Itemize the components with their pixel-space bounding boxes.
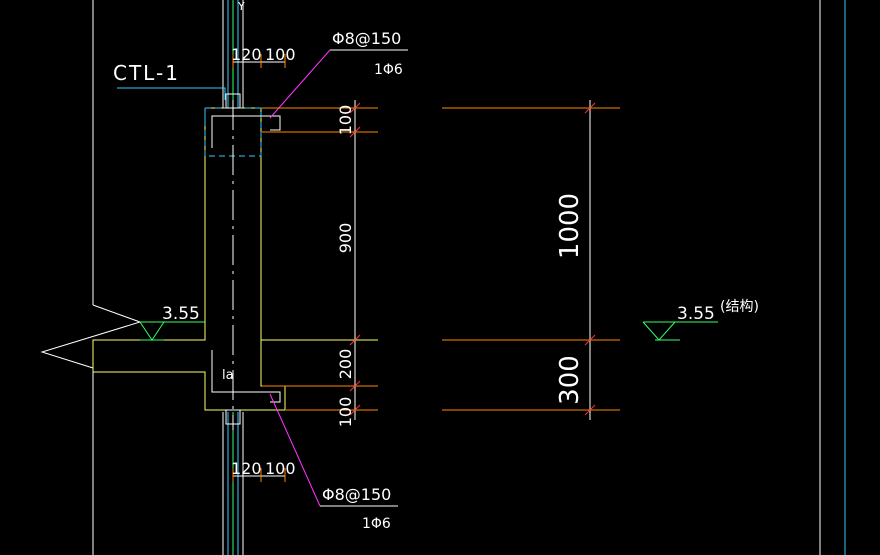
cover-bottom-b: 100: [265, 459, 296, 478]
cover-top-b: 100: [265, 45, 296, 64]
cover-top-a: 120: [231, 45, 262, 64]
rebar-callout-top: Φ8@150 1Φ6: [269, 29, 408, 119]
dim-left-100-top: 100: [336, 105, 355, 136]
member-label: CTL-1: [113, 61, 180, 85]
rebar-top-secondary: 1Φ6: [374, 62, 403, 78]
member-label-leader: [117, 87, 226, 100]
cover-dim-bottom: 120 100: [231, 459, 296, 482]
level-right-value: 3.55: [677, 304, 715, 324]
level-right-note: (结构): [720, 299, 759, 315]
dim-left-200: 200: [336, 349, 355, 380]
dim-chain-right: 1000 300: [442, 100, 620, 420]
anchor-top-icon: [225, 93, 241, 109]
stirrup-bottom: [211, 350, 281, 403]
rebar-top-main: Φ8@150: [332, 29, 401, 48]
level-marker-left: 3.55: [139, 304, 205, 341]
stirrup-top: [211, 115, 281, 148]
dim-left-100-bottom: 100: [336, 397, 355, 428]
rebar-bottom-main: Φ8@150: [322, 485, 391, 504]
axis-mark: Y: [237, 0, 245, 13]
dim-left-900: 900: [336, 223, 355, 254]
level-marker-right: 3.55 (结构): [642, 299, 759, 341]
anchor-bottom-icon: [225, 409, 241, 425]
anchor-length-label: la: [222, 368, 234, 383]
level-left-value: 3.55: [162, 304, 200, 324]
break-line: [40, 304, 142, 369]
vertical-glazing-lines: [222, 0, 244, 555]
cover-dim-top: 120 100: [231, 45, 296, 68]
dim-right-1000: 1000: [555, 193, 585, 259]
dim-chain-left: 100 900 200 100: [262, 100, 378, 427]
cover-bottom-a: 120: [231, 459, 262, 478]
rebar-bottom-secondary: 1Φ6: [362, 516, 391, 532]
dim-right-300: 300: [555, 355, 585, 405]
concrete-section-outline: [92, 107, 286, 411]
rebar-callout-bottom: Φ8@150 1Φ6: [269, 393, 398, 532]
